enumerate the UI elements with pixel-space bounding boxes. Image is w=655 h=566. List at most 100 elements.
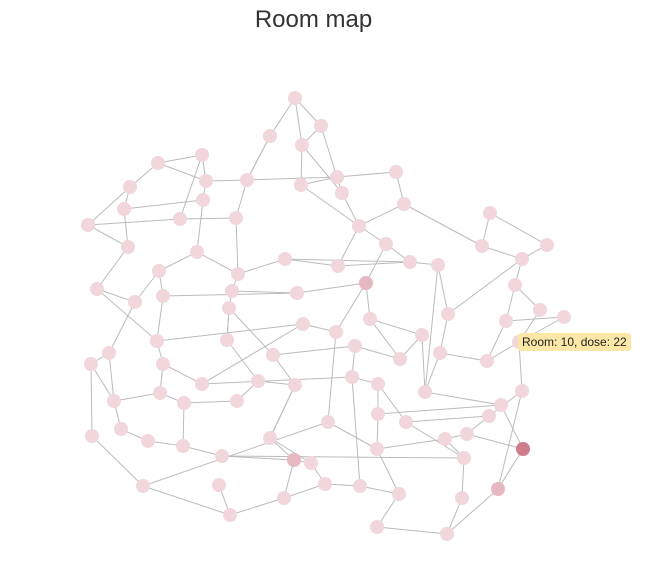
room-node[interactable] — [114, 422, 128, 436]
room-node[interactable] — [352, 219, 366, 233]
room-node[interactable] — [516, 442, 530, 456]
room-node[interactable] — [482, 409, 496, 423]
room-node[interactable] — [117, 202, 131, 216]
room-node[interactable] — [345, 370, 359, 384]
room-node[interactable] — [335, 186, 349, 200]
room-node[interactable] — [418, 385, 432, 399]
room-node[interactable] — [359, 276, 373, 290]
room-node[interactable] — [277, 491, 291, 505]
room-node[interactable] — [90, 282, 104, 296]
room-node[interactable] — [508, 278, 522, 292]
room-node[interactable] — [440, 527, 454, 541]
room-node[interactable] — [278, 252, 292, 266]
room-node[interactable] — [438, 432, 452, 446]
room-node[interactable] — [107, 394, 121, 408]
room-node[interactable] — [415, 328, 429, 342]
room-node[interactable] — [85, 429, 99, 443]
room-node[interactable] — [379, 237, 393, 251]
room-node[interactable] — [195, 148, 209, 162]
room-node[interactable] — [141, 434, 155, 448]
room-node[interactable] — [240, 173, 254, 187]
room-node[interactable] — [294, 178, 308, 192]
room-node[interactable] — [397, 197, 411, 211]
room-node[interactable] — [393, 352, 407, 366]
room-node[interactable] — [136, 479, 150, 493]
room-node[interactable] — [151, 156, 165, 170]
room-node[interactable] — [321, 415, 335, 429]
room-node[interactable] — [176, 439, 190, 453]
room-node[interactable] — [399, 415, 413, 429]
room-node[interactable] — [331, 259, 345, 273]
room-node[interactable] — [295, 138, 309, 152]
room-node[interactable] — [263, 129, 277, 143]
room-node[interactable] — [363, 312, 377, 326]
room-node[interactable] — [483, 206, 497, 220]
room-node[interactable] — [223, 508, 237, 522]
room-node[interactable] — [287, 453, 301, 467]
room-node[interactable] — [81, 218, 95, 232]
room-node[interactable] — [153, 386, 167, 400]
room-node[interactable] — [173, 212, 187, 226]
room-node[interactable] — [475, 239, 489, 253]
room-node[interactable] — [431, 258, 445, 272]
room-node[interactable] — [318, 477, 332, 491]
room-node[interactable] — [225, 284, 239, 298]
room-node[interactable] — [433, 346, 447, 360]
room-node[interactable] — [480, 354, 494, 368]
room-node[interactable] — [348, 339, 362, 353]
room-node[interactable] — [441, 307, 455, 321]
room-node[interactable] — [177, 396, 191, 410]
room-node[interactable] — [150, 334, 164, 348]
room-node[interactable] — [515, 384, 529, 398]
room-node[interactable] — [190, 245, 204, 259]
room-node[interactable] — [557, 310, 571, 324]
room-node[interactable] — [353, 479, 367, 493]
room-node[interactable] — [212, 478, 226, 492]
room-node[interactable] — [370, 520, 384, 534]
room-node[interactable] — [330, 170, 344, 184]
room-node[interactable] — [296, 317, 310, 331]
room-node[interactable] — [220, 333, 234, 347]
edge — [87, 218, 181, 226]
room-node[interactable] — [229, 211, 243, 225]
room-node[interactable] — [121, 240, 135, 254]
room-node[interactable] — [304, 456, 318, 470]
room-node[interactable] — [84, 357, 98, 371]
room-node[interactable] — [195, 377, 209, 391]
room-node[interactable] — [156, 357, 170, 371]
room-node[interactable] — [515, 252, 529, 266]
room-node[interactable] — [494, 398, 508, 412]
room-node[interactable] — [263, 431, 277, 445]
room-node[interactable] — [389, 165, 403, 179]
room-node[interactable] — [288, 378, 302, 392]
room-node[interactable] — [266, 348, 280, 362]
room-node[interactable] — [457, 451, 471, 465]
room-node[interactable] — [102, 346, 116, 360]
room-node[interactable] — [392, 487, 406, 501]
room-node[interactable] — [199, 174, 213, 188]
room-node[interactable] — [371, 407, 385, 421]
room-node[interactable] — [156, 289, 170, 303]
room-node[interactable] — [455, 491, 469, 505]
room-node[interactable] — [222, 301, 236, 315]
room-node[interactable] — [533, 303, 547, 317]
room-node[interactable] — [314, 119, 328, 133]
room-node[interactable] — [215, 449, 229, 463]
room-node[interactable] — [152, 264, 166, 278]
room-node[interactable] — [491, 482, 505, 496]
room-node[interactable] — [288, 91, 302, 105]
room-node[interactable] — [460, 427, 474, 441]
room-node[interactable] — [499, 314, 513, 328]
room-node[interactable] — [290, 286, 304, 300]
room-node[interactable] — [128, 295, 142, 309]
room-node[interactable] — [251, 374, 265, 388]
room-node[interactable] — [230, 394, 244, 408]
room-node[interactable] — [370, 442, 384, 456]
room-node[interactable] — [329, 325, 343, 339]
room-node[interactable] — [540, 238, 554, 252]
room-node[interactable] — [371, 377, 385, 391]
room-node[interactable] — [231, 267, 245, 281]
room-node[interactable] — [196, 193, 210, 207]
room-node[interactable] — [403, 255, 417, 269]
room-node[interactable] — [123, 180, 137, 194]
